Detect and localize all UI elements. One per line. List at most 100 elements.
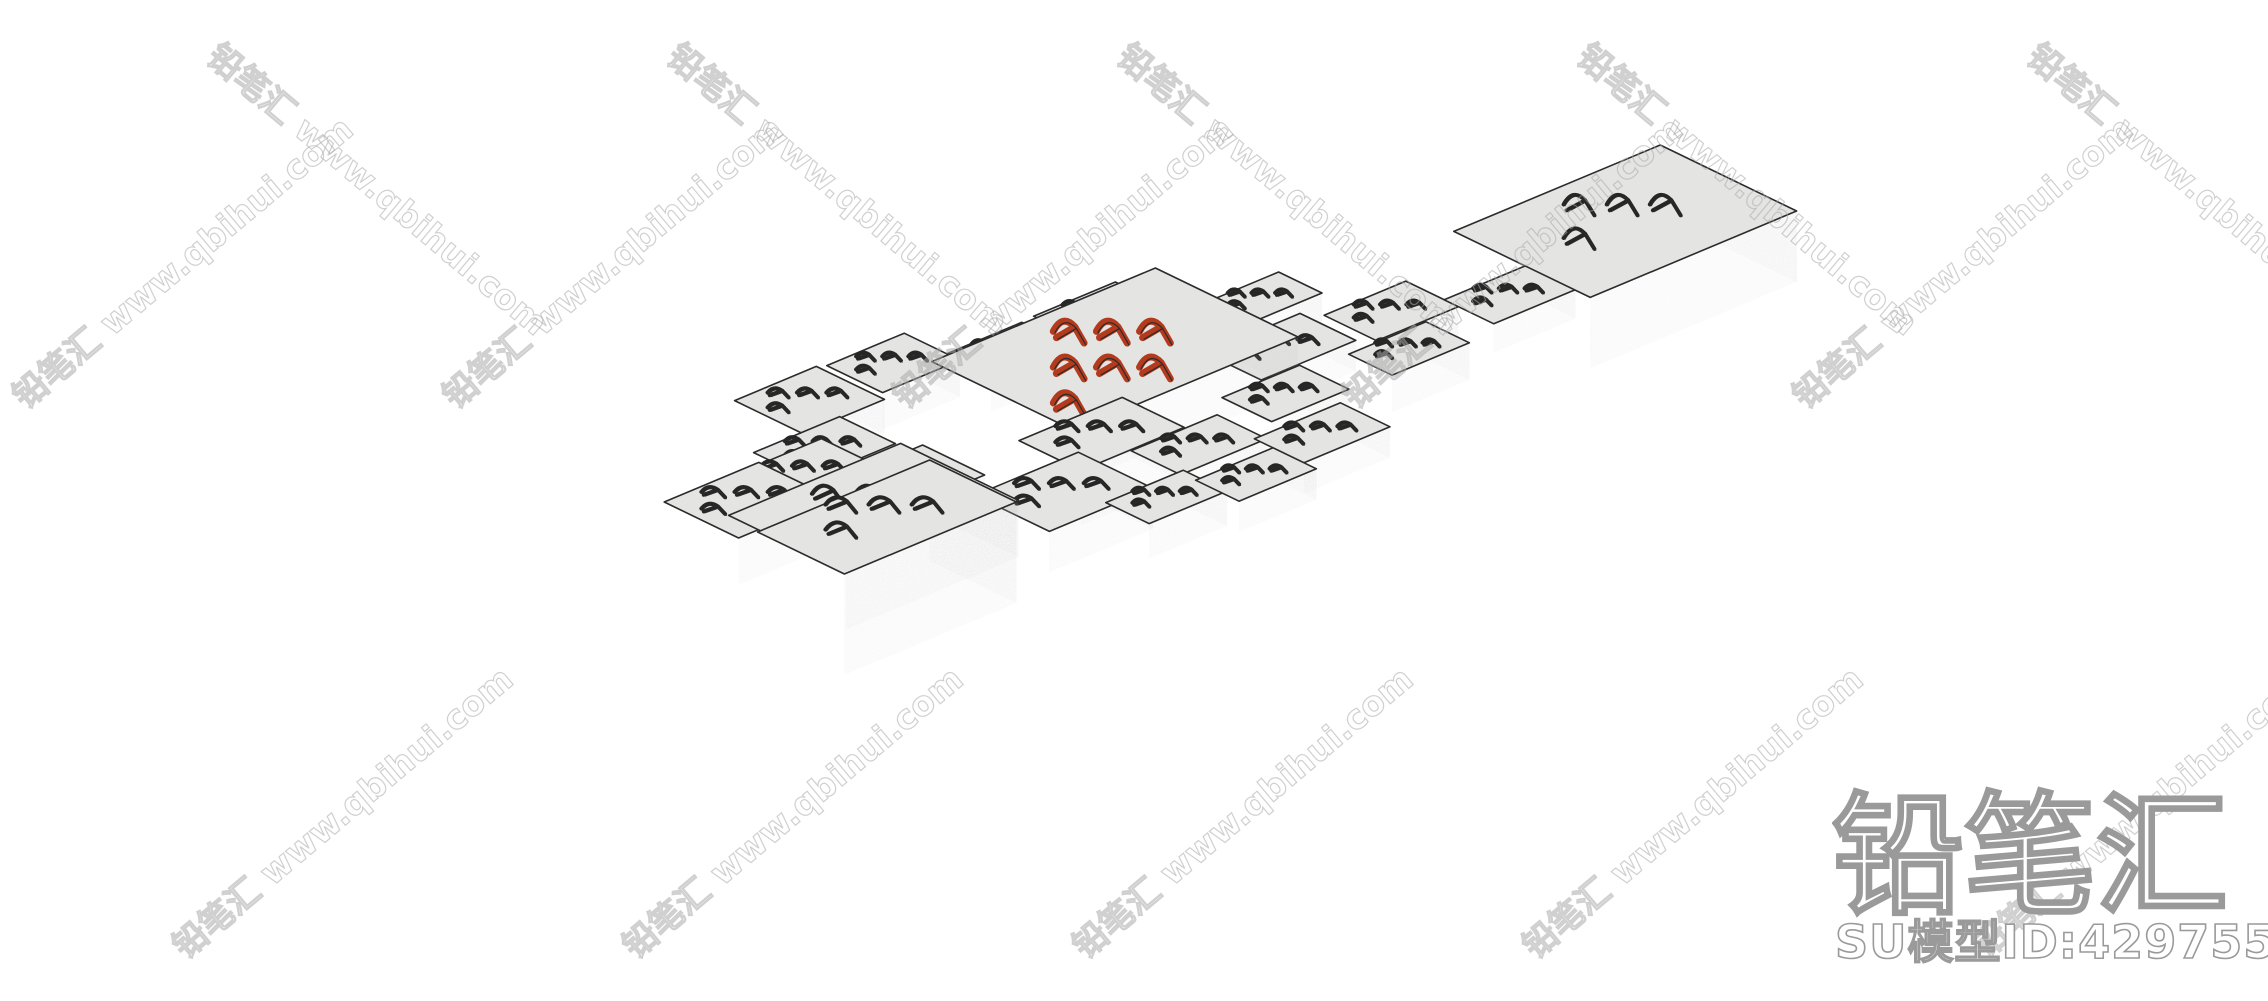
seal-engraving-stroke-edge [1157,488,1175,497]
seal-engraving-stroke [1247,394,1270,406]
seal-engraving-stroke-edge [735,488,761,500]
seal-engraving-stroke-edge [1525,285,1545,295]
seal-engraving-stroke [1154,485,1175,497]
seal-engraving-stroke [906,350,929,363]
stone-block-top [756,459,1018,575]
stone-block-top [733,365,886,435]
seal-engraving-stroke [732,485,761,500]
seal-engraving-stroke-edge [1088,422,1113,434]
stone-block-top [825,332,961,394]
seal-engraving-stroke-edge [1650,196,1683,218]
seal-engraving-stroke-edge [1311,423,1332,433]
seal-engraving-stroke [1373,349,1395,361]
seal-engraving-stroke-edge [1252,290,1271,299]
seal-engraving-stroke [1308,420,1332,433]
seal-engraving-stroke-edge [1180,488,1199,497]
seal-engraving-stroke-edge [826,523,859,540]
seal-engraving-stroke-edge [1298,336,1321,347]
seal-engraving-stroke-edge [1474,298,1494,308]
seal-engraving-stroke [1177,485,1199,497]
seal-engraving-stroke-edge [1285,436,1306,446]
seal-engraving [823,495,945,540]
seal-engraving-stroke-edge [1162,435,1182,445]
seal-engraving [1373,337,1442,361]
red-seal-engraving-stroke-edge [1097,322,1130,346]
seal-engraving-stroke [1243,463,1265,475]
seal-engraving-stroke-edge [823,462,847,473]
red-seal-engraving-stroke-edge [1054,393,1087,417]
seal-engraving-stroke-edge [1376,340,1394,349]
seal-engraving-stroke-edge [1564,196,1597,218]
seal-engraving-stroke-edge [1056,438,1081,450]
seal-engraving-stroke [789,459,816,473]
seal-engraving [1471,282,1545,308]
seal-engraving-stroke-edge [857,353,877,363]
seal-engraving-stroke-edge [813,486,845,505]
seal-engraving-stroke-edge [1607,196,1640,218]
stone-blocks-group [663,144,1798,675]
seal-engraving-stroke-edge [1564,229,1597,251]
stone-block-top [1347,320,1471,377]
seal-engraving [1561,192,1683,251]
seal-engraving-stroke-edge [1270,466,1289,475]
seal-engraving-stroke-edge [1285,423,1306,433]
seal-engraving-stroke [1282,420,1306,433]
model-id-label: SU模型ID:429755 [1834,914,2268,970]
stone-block-top [1130,413,1268,476]
seal-engraving-stroke-edge [1188,435,1209,445]
seal-engraving-stroke [1496,282,1520,295]
seal-engraving-stroke-edge [702,504,727,516]
stone-block-top [930,267,1299,432]
seal-engraving-stroke-edge [1121,422,1146,434]
seal-engraving-stroke [1220,463,1242,475]
seal-engraving-stroke-edge [1162,448,1182,458]
stone-block-top [1323,280,1460,342]
stone-block-top [1253,401,1391,464]
seal-engraving-stroke [880,350,903,363]
seal-engraving-stroke-edge [1474,285,1494,295]
seal-engraving-stroke [1159,432,1183,445]
seal-engraving-stroke [1249,287,1271,299]
seal-engraving-stroke-edge [1056,422,1081,434]
seal-engraving-stroke-edge [1251,397,1270,406]
seal-engraving-stroke [1053,419,1081,434]
seal-engraving-stroke [1212,432,1236,445]
stone-block-top [1018,396,1185,472]
seal-engraving-stroke-edge [826,498,859,515]
seal-engraving [1159,432,1236,458]
seal-engraving-stroke-edge [702,488,727,500]
brand-logo-text: 铅笔汇 [1832,780,2228,922]
stone-block-top [1194,446,1318,503]
seal-engraving-stroke-edge [1049,479,1076,491]
seal-engraving-stroke-edge [1381,301,1401,311]
seal-engraving-stroke [1267,463,1289,475]
seal-engraving-stroke-edge [883,353,903,363]
seal-engraving-stroke [1273,287,1295,299]
seal-engraving-stroke [1471,295,1494,308]
seal-engraving-stroke [765,386,791,400]
stone-block-top [1105,469,1228,525]
seal-engraving [1130,485,1199,509]
seal-engraving-stroke-edge [1423,340,1442,349]
seal-engraving-stroke [1220,475,1242,487]
seal-engraving-stroke [699,501,728,516]
seal-engraving-stroke [1351,298,1375,311]
seal-engraving-stroke [1335,420,1359,433]
red-seal-engraving [1049,317,1174,419]
seal-engraving-stroke [854,363,877,376]
seal-engraving-stroke [1053,435,1081,450]
seal-engraving-stroke-edge [1338,423,1359,433]
seal-engraving-stroke [854,350,877,363]
seal-engraving-stroke [1351,311,1375,324]
seal-engraving-stroke [765,485,794,500]
red-seal-engraving-stroke-edge [1054,357,1087,381]
seal-engraving-stroke [1471,282,1494,295]
seal-engraving [1282,420,1359,446]
seal-engraving-stroke [1118,419,1146,434]
seal-engraving-stroke [1225,287,1247,299]
seal-engraving-stroke [699,485,728,500]
seal-engraving-stroke-edge [1276,290,1294,299]
seal-engraving-stroke-edge [1376,352,1394,361]
seal-engraving-stroke-edge [1399,340,1418,349]
seal-engraving-stroke [1297,381,1320,394]
